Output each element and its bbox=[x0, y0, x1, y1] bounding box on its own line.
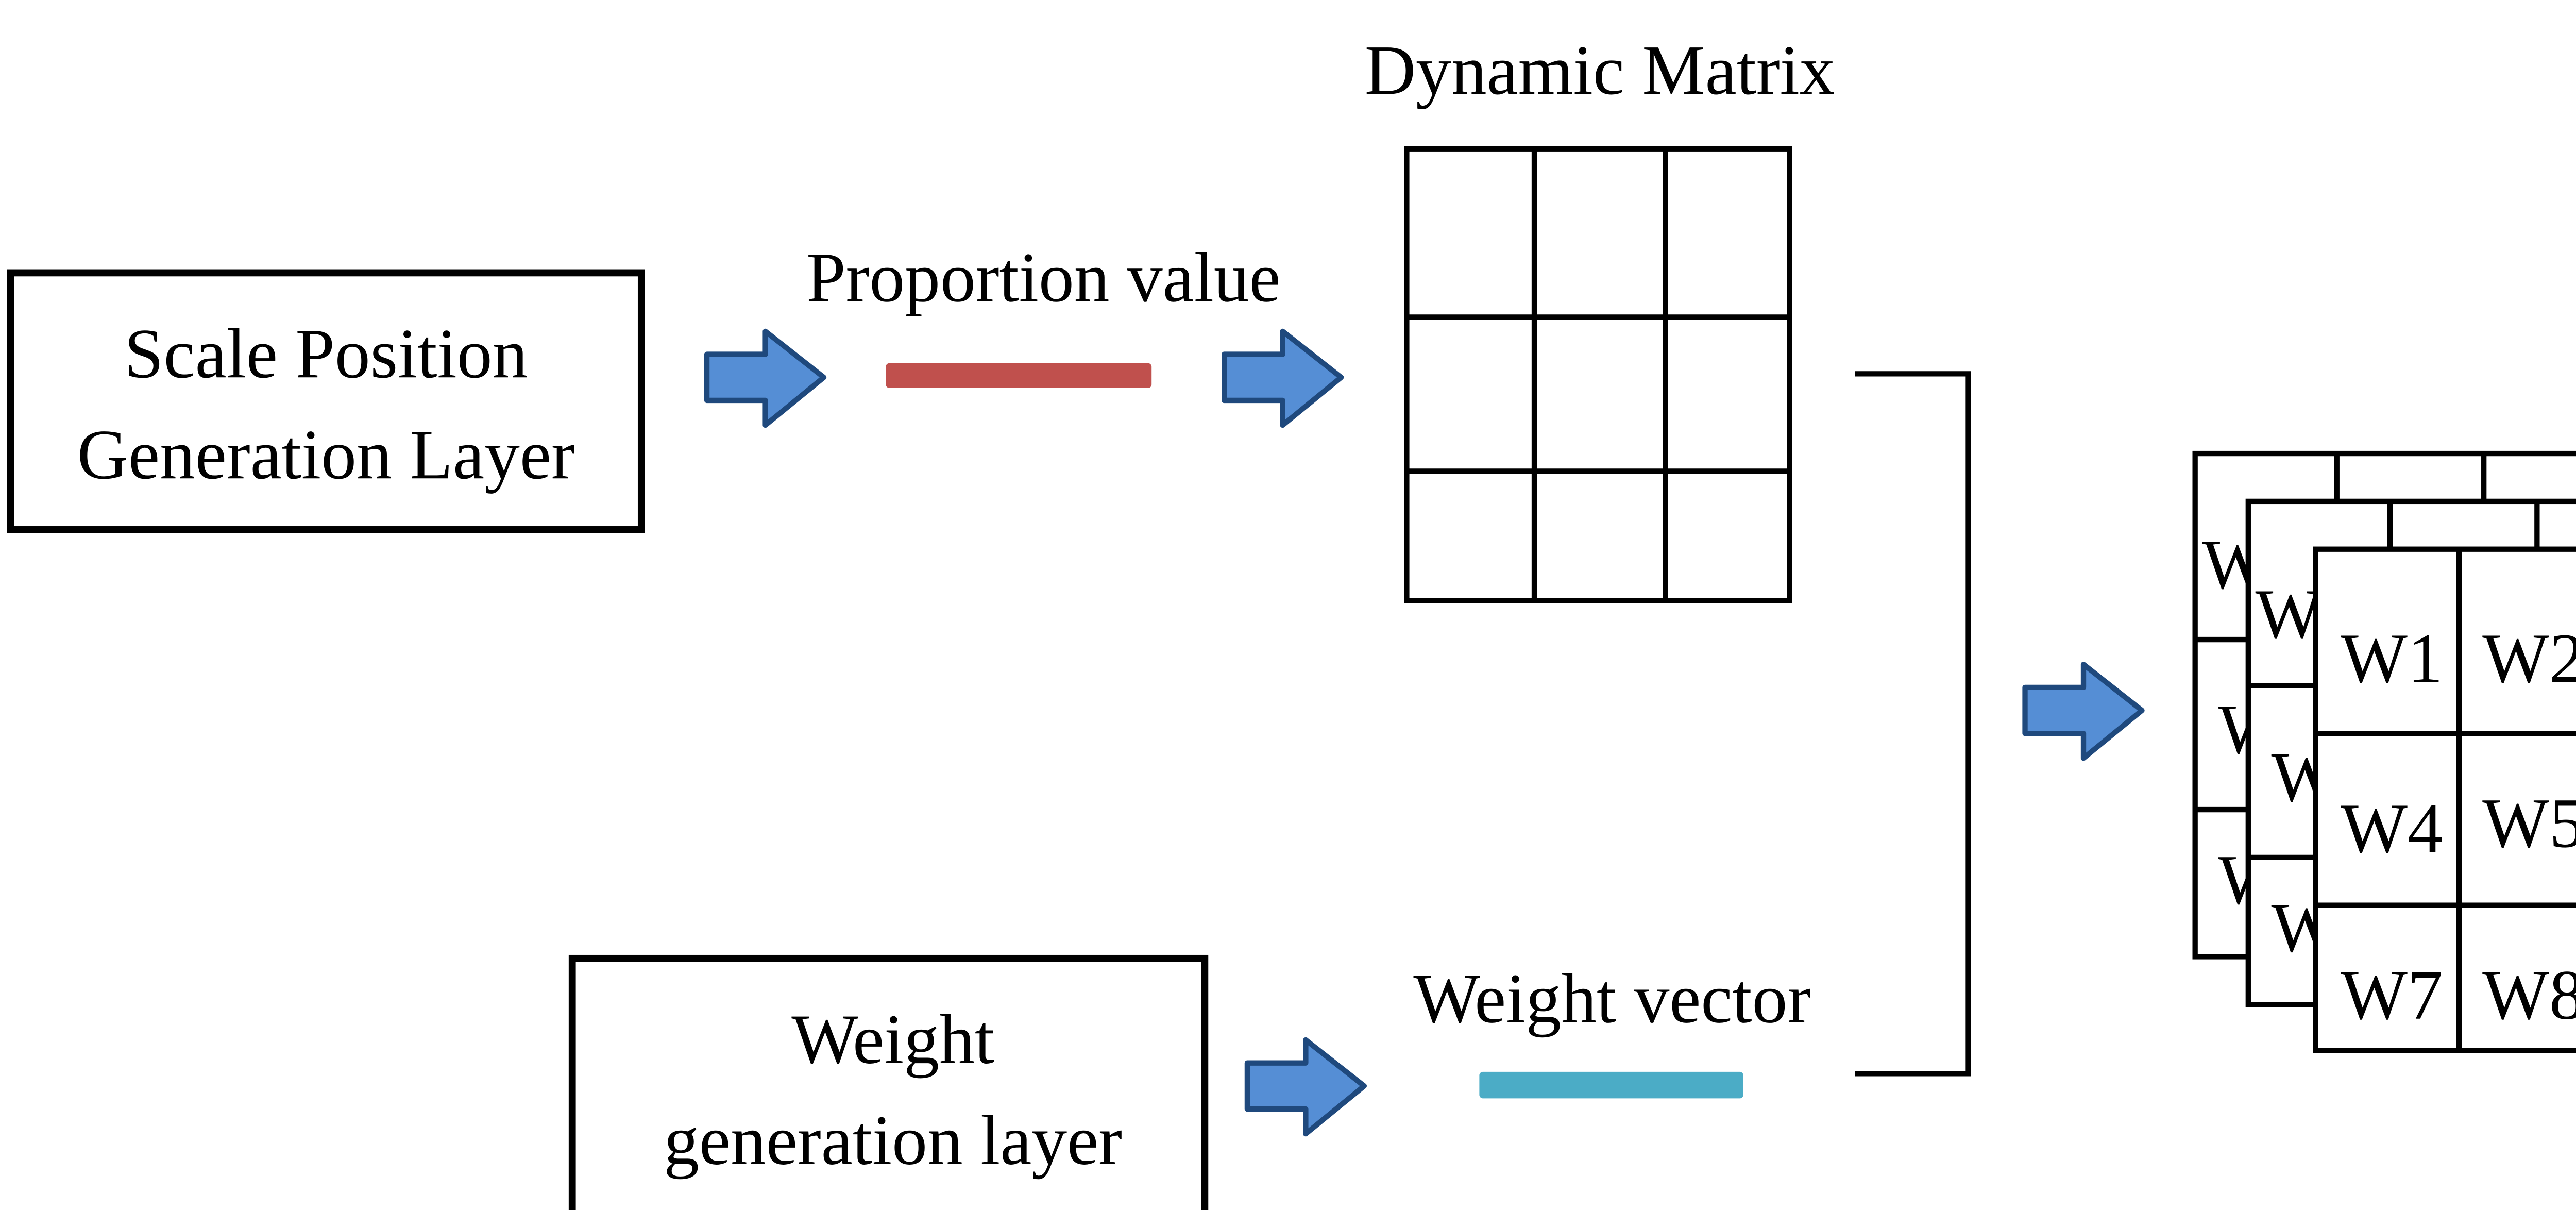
scale-box-line-1: Scale Position bbox=[124, 314, 528, 393]
proportion-value-bar bbox=[886, 363, 1152, 388]
scale-position-generation-layer-box: Scale Position Generation Layer bbox=[7, 269, 645, 533]
proportion-value-label: Proportion value bbox=[806, 238, 1281, 316]
weight-vector-bar bbox=[1479, 1071, 1743, 1099]
dynamic-matrix-title: Dynamic Matrix bbox=[1365, 30, 1835, 109]
weight-vector-label: Weight vector bbox=[1413, 959, 1811, 1038]
right-arrow-icon bbox=[1244, 1037, 1367, 1137]
weight-cell-w8: W8 bbox=[2482, 955, 2576, 1034]
weight-box-line-2: generation layer bbox=[664, 1101, 1122, 1180]
weight-cell-w1: W1 bbox=[2341, 619, 2443, 698]
weight-generation-layer-box: Weight generation layer bbox=[568, 954, 1209, 1210]
weight-matrix-front: W1 W2 W3 W4 W5 W6 W7 W8 W9 bbox=[2313, 546, 2576, 1053]
right-arrow-icon bbox=[704, 328, 827, 428]
right-arrow-icon bbox=[2022, 662, 2145, 761]
weight-box-line-1: Weight bbox=[791, 1000, 994, 1079]
scale-box-line-2: Generation Layer bbox=[77, 415, 575, 494]
merge-bracket bbox=[1855, 371, 1971, 1077]
weight-cell-w5: W5 bbox=[2482, 783, 2576, 862]
middle-cell-label: W bbox=[2256, 575, 2323, 653]
dynamic-matrix-grid bbox=[1404, 146, 1792, 603]
weight-cell-w2: W2 bbox=[2482, 619, 2576, 698]
weight-matrix-stack: W W W W W W W1 W2 W3 W4 W5 W6 bbox=[2192, 450, 2576, 1053]
right-arrow-icon bbox=[1222, 328, 1344, 428]
weight-cell-w7: W7 bbox=[2341, 955, 2443, 1034]
weight-cell-w4: W4 bbox=[2341, 789, 2443, 868]
